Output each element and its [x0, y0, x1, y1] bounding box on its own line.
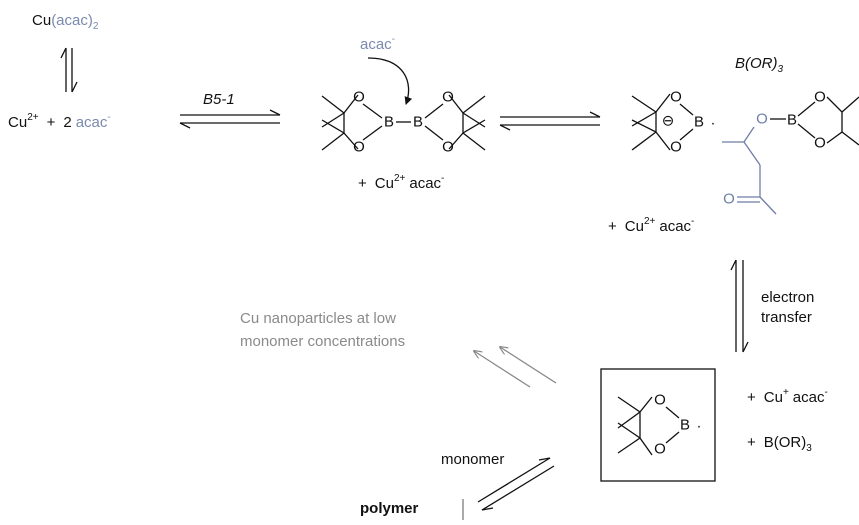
- pinacol-boryl-anion: O O B ⊖ ·: [631, 89, 716, 156]
- product-1: +Cu+acac-: [747, 387, 828, 406]
- equilibrium-arrow-electron-transfer: [730, 259, 749, 353]
- equilibrium-arrow-vertical-1: [60, 47, 78, 93]
- curved-attack-arrow: [367, 57, 413, 105]
- equilibrium-arrow-2: [499, 111, 601, 131]
- svg-text:B: B: [680, 417, 690, 434]
- svg-text:B: B: [694, 114, 704, 131]
- nanoparticles-line1: Cu nanoparticles at low: [240, 310, 396, 327]
- boron-ester-label: B(OR)3: [735, 55, 784, 75]
- cu-acac2-label: Cu(acac)2: [32, 12, 99, 32]
- nanoparticle-arrows: [474, 347, 557, 388]
- nanoparticles-line2: monomer concentrations: [240, 333, 405, 350]
- svg-text:O: O: [723, 191, 735, 208]
- electron-transfer-line2: transfer: [761, 309, 812, 326]
- svg-text:O: O: [654, 392, 666, 409]
- polymer-label: polymer: [360, 500, 419, 517]
- b2pin2-molecule: O O B B O O: [321, 89, 486, 156]
- attacking-acac: acac-: [360, 34, 395, 53]
- monomer-label: monomer: [441, 451, 504, 468]
- electron-transfer-line1: electron: [761, 289, 814, 306]
- equilibrium-arrow-1: [179, 109, 281, 129]
- svg-text:O: O: [814, 135, 826, 152]
- byproduct-2: +Cu2+acac-: [608, 216, 694, 235]
- svg-text:O: O: [670, 89, 682, 106]
- svg-text:O: O: [670, 139, 682, 156]
- product-2: +B(OR)3: [747, 434, 812, 454]
- svg-text:B: B: [413, 114, 423, 131]
- svg-text:O: O: [353, 89, 365, 106]
- svg-text:O: O: [442, 89, 454, 106]
- catalyst-label: B5-1: [203, 91, 235, 108]
- equilibrium-arrow-polymer: [477, 457, 555, 511]
- svg-text:O: O: [756, 111, 768, 128]
- boxed-boryl-radical: O O B ·: [600, 368, 716, 482]
- acac-boron-ester: O B O O O: [722, 89, 859, 215]
- byproduct-1: +Cu2+acac-: [358, 173, 444, 192]
- svg-text:O: O: [353, 139, 365, 156]
- svg-text:·: ·: [711, 115, 716, 132]
- svg-text:B: B: [384, 114, 394, 131]
- svg-text:B: B: [787, 112, 797, 129]
- svg-text:O: O: [654, 441, 666, 458]
- svg-text:⊖: ⊖: [662, 113, 675, 130]
- svg-text:·: ·: [697, 418, 702, 435]
- svg-text:O: O: [814, 89, 826, 106]
- svg-text:O: O: [442, 139, 454, 156]
